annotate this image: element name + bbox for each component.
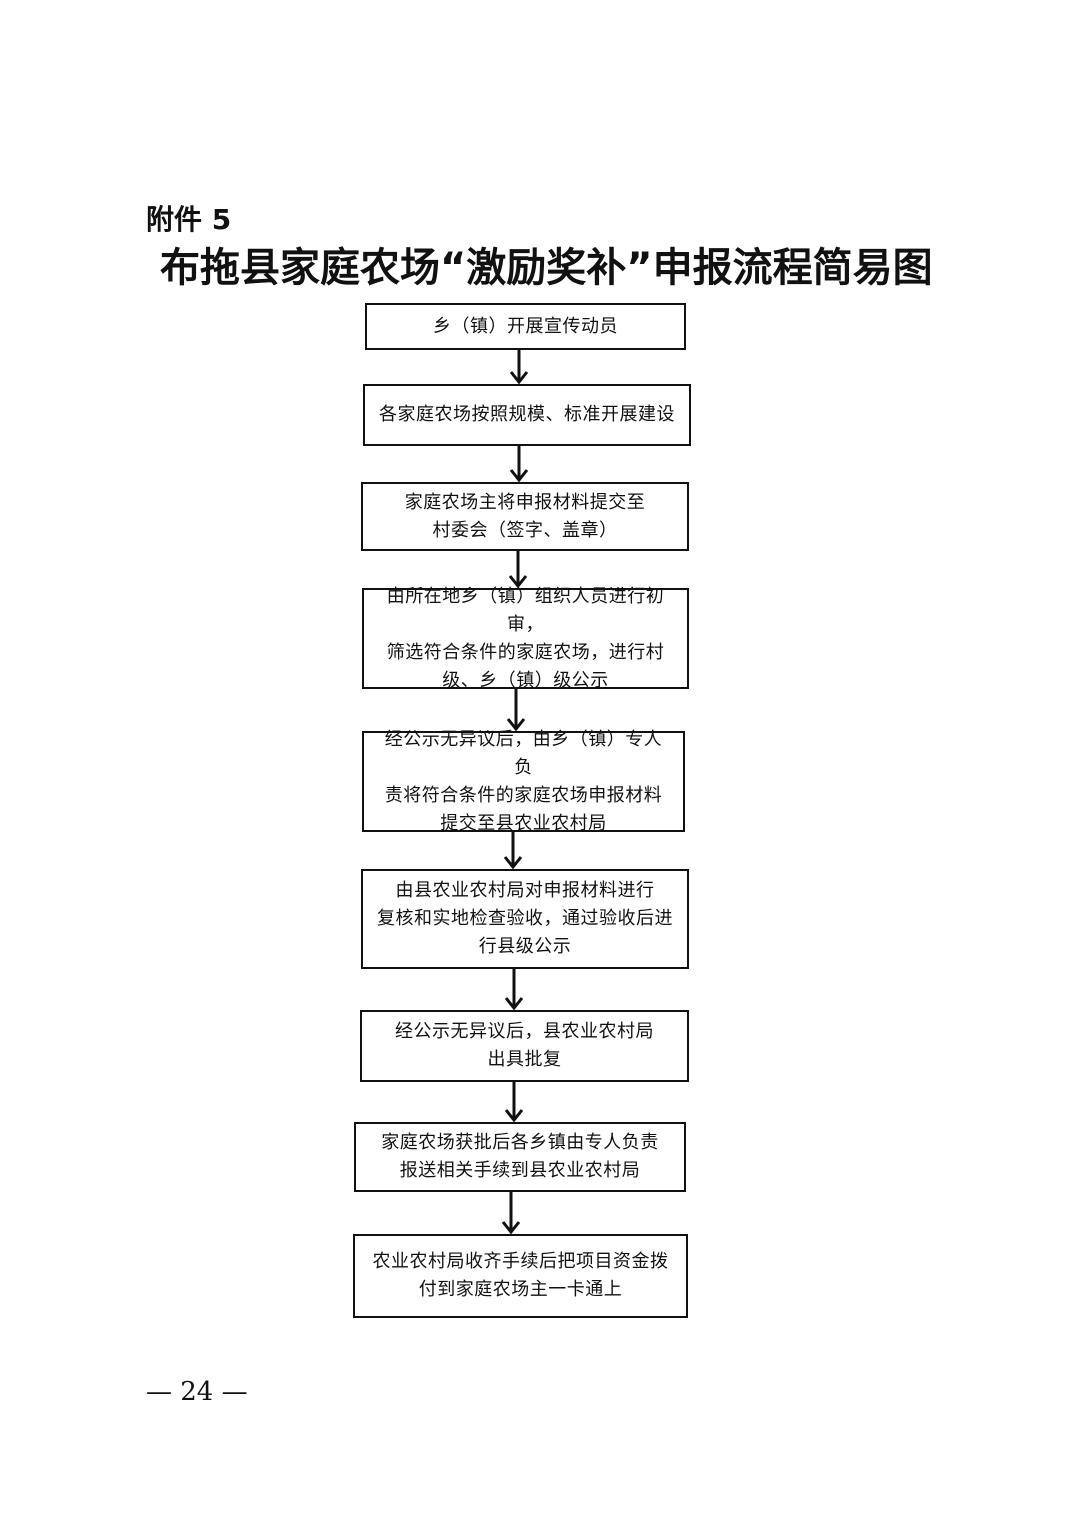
- down-arrow-icon: [503, 832, 523, 870]
- down-arrow-icon: [501, 1192, 521, 1235]
- flow-step-9: 农业农村局收齐手续后把项目资金拨 付到家庭农场主一卡通上: [353, 1234, 688, 1318]
- down-arrow-icon: [506, 689, 526, 732]
- down-arrow-icon: [504, 969, 524, 1011]
- down-arrow-icon: [509, 350, 529, 385]
- flow-step-6: 由县农业农村局对申报材料进行 复核和实地检查验收，通过验收后进 行县级公示: [361, 869, 689, 969]
- flow-step-3: 家庭农场主将申报材料提交至 村委会（签字、盖章）: [361, 482, 689, 551]
- flow-step-4: 由所在地乡（镇）组织人员进行初审， 筛选符合条件的家庭农场，进行村 级、乡（镇）…: [362, 586, 689, 691]
- flow-step-8: 家庭农场获批后各乡镇由专人负责 报送相关手续到县农业农村局: [354, 1122, 686, 1192]
- page-title: 布拖县家庭农场“激励奖补”申报流程简易图: [160, 245, 933, 291]
- flow-step-7: 经公示无异议后，县农业农村局 出具批复: [360, 1010, 689, 1082]
- flow-step-2: 各家庭农场按照规模、标准开展建设: [363, 384, 691, 446]
- flow-step-5: 经公示无异议后，由乡（镇）专人负 责将符合条件的家庭农场申报材料 提交至县农业农…: [362, 729, 685, 834]
- down-arrow-icon: [509, 446, 529, 483]
- down-arrow-icon: [508, 551, 528, 589]
- flow-step-1: 乡（镇）开展宣传动员: [365, 303, 686, 350]
- page-number: — 24 —: [146, 1377, 248, 1407]
- attachment-label: 附件 5: [146, 203, 232, 236]
- down-arrow-icon: [504, 1082, 524, 1123]
